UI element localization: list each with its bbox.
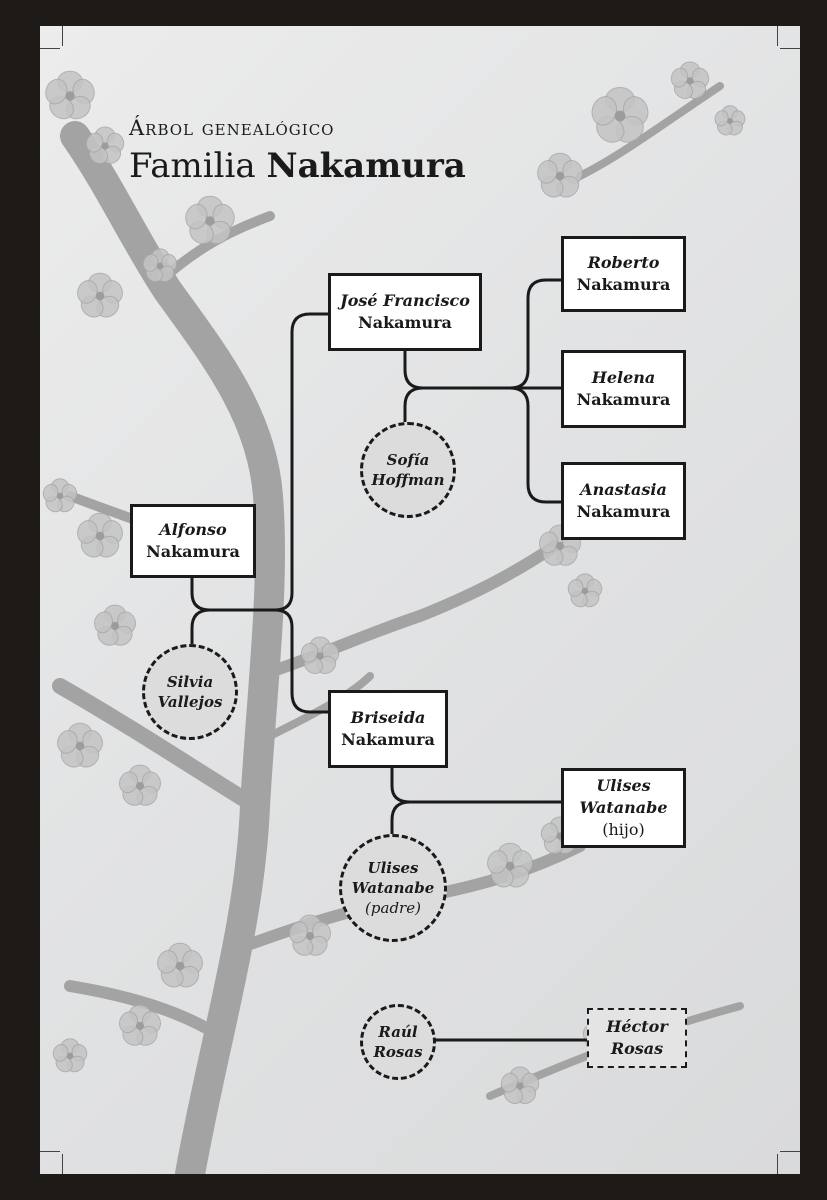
person-briseida: Briseida Nakamura xyxy=(328,690,448,768)
crop-mark xyxy=(40,48,60,49)
crop-mark xyxy=(40,1151,60,1152)
crop-mark xyxy=(62,1154,63,1174)
tree-branch xyxy=(52,678,263,814)
connector-jose-sofia xyxy=(403,349,510,422)
person-sofia: Sofía Hoffman xyxy=(360,422,456,518)
blossom xyxy=(591,87,649,143)
given-name: José Francisco xyxy=(340,291,470,310)
given-name: Ulises xyxy=(596,776,651,795)
blossom xyxy=(670,61,710,99)
blossom xyxy=(77,512,123,558)
given-name: Helena xyxy=(591,368,656,387)
crop-mark xyxy=(780,48,800,49)
poster: Árbol genealógico Familia Nakamura Alfon… xyxy=(40,26,800,1174)
blossom xyxy=(77,272,123,318)
blossom xyxy=(57,722,103,768)
blossom xyxy=(119,1004,161,1046)
given-name: Ulises xyxy=(367,859,419,877)
person-ulises-padre: Ulises Watanabe (padre) xyxy=(339,834,447,942)
given-name: Alfonso xyxy=(159,520,227,539)
blossom xyxy=(94,604,136,646)
surname: Rosas xyxy=(610,1039,664,1058)
connector-couple-jose xyxy=(190,312,328,644)
connector-briseida-ulises xyxy=(390,768,563,834)
given-name: Raúl xyxy=(378,1023,418,1041)
connector-alfonso-silvia xyxy=(190,577,328,714)
blossom xyxy=(714,105,746,136)
person-note: (padre) xyxy=(365,899,421,917)
person-helena: Helena Nakamura xyxy=(561,350,686,428)
person-ulises-hijo: Ulises Watanabe (hijo) xyxy=(561,768,686,848)
surname: Nakamura xyxy=(146,542,240,561)
person-raul: Raúl Rosas xyxy=(360,1004,436,1080)
surname: Rosas xyxy=(373,1043,423,1061)
tree-branch xyxy=(266,672,374,740)
blossom-group xyxy=(42,61,746,1104)
given-name: Briseida xyxy=(350,708,426,727)
cherry-blossom-tree-illustration xyxy=(42,61,746,1174)
crop-mark xyxy=(777,26,778,46)
blossom xyxy=(119,764,161,806)
tree-branch xyxy=(576,82,724,180)
person-jose-francisco: José Francisco Nakamura xyxy=(328,273,482,351)
given-name: Héctor xyxy=(606,1017,668,1036)
surname: Nakamura xyxy=(576,390,671,409)
blossom xyxy=(300,636,340,674)
blossom xyxy=(85,126,125,164)
blossom xyxy=(185,195,235,245)
surname: Nakamura xyxy=(576,502,671,521)
blossom xyxy=(157,942,203,988)
blossom xyxy=(45,70,95,120)
connector-jose-children xyxy=(509,278,563,504)
surname: Nakamura xyxy=(576,275,671,294)
surname: Nakamura xyxy=(341,730,435,749)
poster-kicker: Árbol genealógico xyxy=(129,116,335,140)
poster-title: Familia Nakamura xyxy=(129,146,466,186)
given-name: Sofía xyxy=(386,451,430,469)
title-prefix: Familia xyxy=(129,146,256,186)
crop-mark xyxy=(780,1151,800,1152)
person-alfonso: Alfonso Nakamura xyxy=(130,504,256,578)
person-silvia: Silvia Vallejos xyxy=(142,644,238,740)
blossom xyxy=(500,1066,540,1104)
surname: Watanabe xyxy=(351,879,435,897)
surname: Hoffman xyxy=(371,471,445,489)
tree-branch xyxy=(64,980,226,1042)
blossom xyxy=(537,152,583,198)
crop-mark xyxy=(777,1154,778,1174)
blossom xyxy=(567,573,603,608)
given-name: Anastasia xyxy=(580,480,667,499)
blossom xyxy=(42,478,78,513)
surname: Vallejos xyxy=(157,693,223,711)
blossom xyxy=(487,842,533,888)
title-family-name: Nakamura xyxy=(266,146,466,186)
person-roberto: Roberto Nakamura xyxy=(561,236,686,312)
given-name: Silvia xyxy=(166,673,214,691)
crop-mark xyxy=(62,26,63,46)
person-note: (hijo) xyxy=(602,820,645,839)
title-block: Árbol genealógico Familia Nakamura xyxy=(129,116,466,186)
surname: Watanabe xyxy=(579,798,668,817)
person-hector: Héctor Rosas xyxy=(587,1008,687,1068)
person-anastasia: Anastasia Nakamura xyxy=(561,462,686,540)
given-name: Roberto xyxy=(587,253,660,272)
surname: Nakamura xyxy=(358,313,452,332)
family-connector-lines xyxy=(190,278,587,1042)
blossom xyxy=(52,1038,88,1073)
blossom xyxy=(142,248,178,283)
blossom xyxy=(289,914,331,956)
